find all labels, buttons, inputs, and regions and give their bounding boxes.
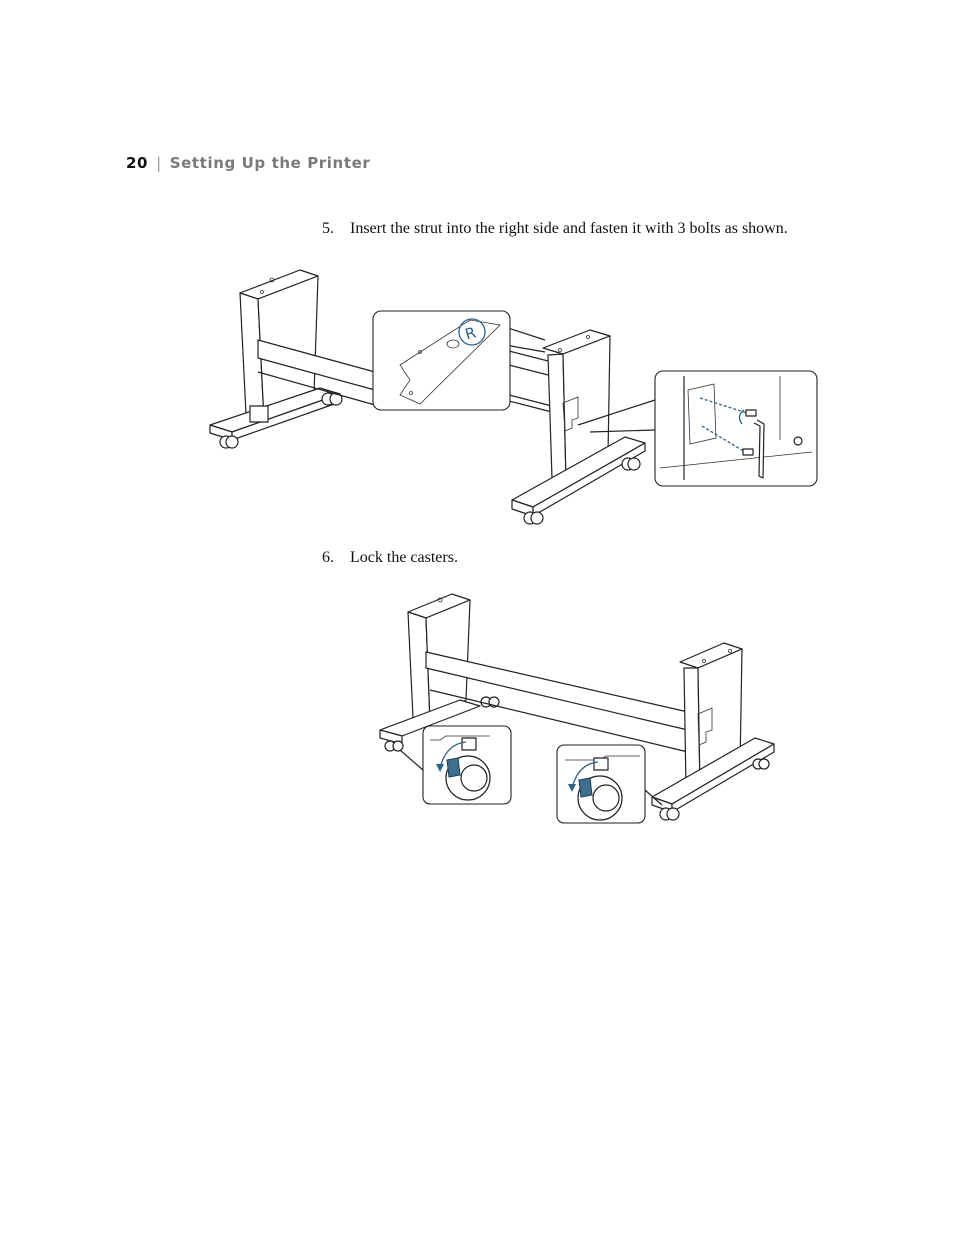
- page-number: 20: [126, 154, 149, 172]
- step-6-number: 6.: [322, 549, 334, 566]
- callout-right-caster: [556, 744, 663, 824]
- right-side-mark-circle: [458, 318, 486, 346]
- step-5: 5. Insert the strut into the right side a…: [322, 220, 788, 238]
- right-leg: [511, 329, 646, 525]
- step-6-text: Lock the casters.: [350, 549, 458, 566]
- right-side-mark-label: R: [463, 323, 478, 343]
- step-5-number: 5.: [322, 220, 334, 237]
- callout-right-side-mark: R: [372, 310, 546, 411]
- caster-lock-pedal-right: [578, 777, 593, 798]
- callout-left-caster: [399, 725, 512, 805]
- strut-assembly-illustration: R: [209, 269, 818, 525]
- section-title: Setting Up the Printer: [169, 154, 371, 172]
- right-leg: [651, 642, 775, 821]
- step-6: 6. Lock the casters.: [322, 549, 458, 567]
- step-5-text: Insert the strut into the right side and…: [350, 220, 788, 237]
- lock-casters-illustration: [379, 593, 775, 824]
- callout-bolt-fastening: [577, 370, 818, 487]
- caster-lock-pedal-left: [446, 757, 461, 778]
- header-separator: |: [156, 154, 162, 172]
- left-leg: [209, 269, 343, 449]
- running-header: 20 | Setting Up the Printer: [126, 154, 370, 172]
